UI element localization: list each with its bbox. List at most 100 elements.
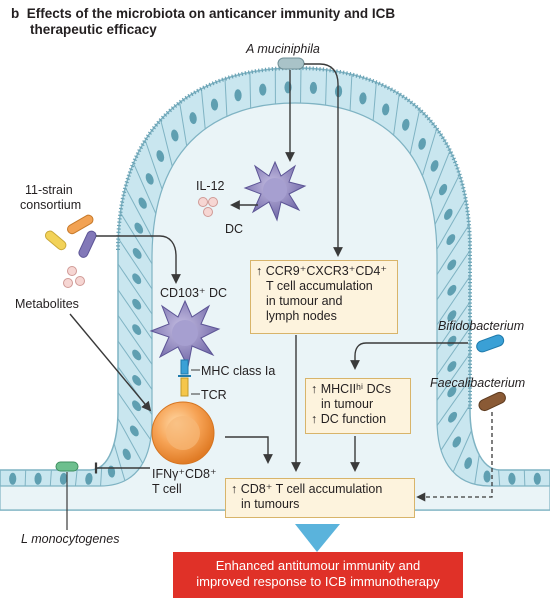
epithelial-nucleus [85, 472, 93, 485]
il12-cytokines [198, 197, 218, 217]
epithelial-cell-border [119, 212, 153, 264]
epithelial-cell-border [452, 430, 473, 473]
arrow-bifido-to-mhcii [350, 342, 468, 370]
epithelial-nucleus [418, 138, 426, 150]
mhcii-line-3: ↑ DC function [311, 412, 387, 426]
epithelial-nucleus [259, 83, 267, 96]
epithelial-nucleus [132, 400, 142, 412]
l-monocytogenes-bacterium [55, 461, 79, 472]
epithelial-cell-border [200, 88, 206, 129]
label-tcr: TCR [201, 388, 227, 402]
label-a-muciniphila: A muciniphila [246, 42, 320, 56]
label-cd103-dc: CD103⁺ DC [160, 286, 228, 300]
epithelial-nucleus [508, 472, 516, 485]
epithelial-cell-border [523, 469, 526, 487]
epithelial-cell-border [372, 82, 377, 121]
epithelial-nucleus [234, 89, 242, 102]
ccr9-line-1: ↑ CCR9⁺CXCR3⁺CD4⁺ [256, 264, 387, 278]
epithelial-nucleus [533, 472, 541, 485]
a-muciniphila-bacterium [277, 57, 305, 70]
epithelial-nucleus [132, 324, 142, 335]
epithelial-cell-border [124, 187, 154, 239]
epithelial-nucleus [132, 273, 142, 285]
epithelial-cell-border [436, 301, 471, 351]
epithelial-nucleus [447, 259, 457, 271]
title-line-2: therapeutic efficacy [30, 22, 157, 37]
epithelial-cell-border [179, 102, 188, 146]
dendritic-cell-top [243, 160, 307, 222]
epithelial-cell-border [113, 443, 126, 481]
epithelial-nucleus [447, 310, 457, 322]
mhcii-line-2: in tumour [321, 397, 374, 411]
epithelial-nucleus [138, 197, 147, 209]
epithelial-cell-border [117, 289, 153, 340]
epithelial-cell-border [117, 263, 153, 315]
epithelial-cell-border [474, 454, 480, 485]
arrow-metabolites-to-tcell [69, 313, 152, 412]
epithelial-nucleus [145, 173, 154, 185]
result-chevron [295, 524, 340, 552]
epithelial-cell-border [224, 78, 228, 117]
epithelial-nucleus [34, 472, 42, 485]
mhcii-line-1: ↑ MHCIIʰⁱ DCs [311, 382, 391, 396]
epithelial-nucleus [438, 183, 448, 196]
label-dc: DC [225, 222, 244, 236]
label-ifn-cd8-line1: IFNγ⁺CD8⁺ [152, 467, 217, 481]
epithelial-cell-border [117, 340, 153, 390]
epithelial-nucleus [9, 472, 17, 485]
epithelial-nucleus [122, 448, 131, 460]
epithelial-cell-border [436, 224, 470, 275]
epithelial-nucleus [444, 208, 453, 220]
label-consortium-line1: 11-strain [25, 183, 73, 197]
metabolite-dots [63, 266, 85, 288]
cd8-line-1: ↑ CD8⁺ T cell accumulation [231, 482, 383, 496]
epithelial-cell-border [434, 174, 461, 225]
epithelial-nucleus [156, 150, 165, 162]
epithelial-cell-border [436, 275, 471, 326]
cd103-dendritic-cell [149, 299, 221, 369]
epithelial-cell-border [421, 128, 438, 177]
epithelial-nucleus [447, 361, 457, 372]
epithelial-cell-border [132, 162, 157, 214]
result-line-2: improved response to ICB immunotherapy [196, 574, 440, 589]
label-faecalibacterium: Faecalibacterium [430, 376, 526, 390]
epithelial-cell-border [117, 417, 144, 464]
consortium-bacterium-yellow [44, 230, 67, 251]
label-metabolites: Metabolites [15, 297, 79, 311]
consortium-bacterium-orange [67, 214, 94, 235]
mhc-class-ia-molecule [180, 359, 189, 375]
epithelial-nucleus [132, 298, 142, 310]
epithelial-nucleus [210, 98, 219, 111]
title-line-1: Effects of the microbiota on anticancer … [26, 6, 396, 21]
box-cd8-accumulation: ↑ CD8⁺ T cell accumulation in tumours [225, 478, 415, 518]
panel-letter: b [11, 6, 20, 21]
label-consortium-line2: consortium [20, 198, 82, 212]
epithelial-nucleus [446, 234, 456, 245]
epithelial-cell-border [117, 237, 153, 290]
epithelial-nucleus [452, 436, 462, 448]
epithelial-nucleus [134, 222, 144, 234]
epithelial-cell-border [498, 469, 501, 487]
epithelial-nucleus [430, 160, 439, 172]
epithelial-nucleus [447, 335, 457, 347]
figure-title: b Effects of the microbiota on anticance… [11, 6, 395, 38]
epithelial-nucleus [382, 103, 390, 116]
epithelial-cell-border [429, 150, 451, 200]
epithelial-cells [0, 68, 550, 487]
result-line-1: Enhanced antitumour immunity and [215, 558, 421, 573]
epithelial-cell-border [393, 93, 400, 136]
epithelial-cell-border [440, 404, 471, 451]
epithelial-cell-border [325, 69, 328, 106]
ccr9-line-3: in tumour and [266, 294, 343, 308]
label-mhc-class-ia: MHC class Ia [201, 364, 276, 378]
epithelial-cell-border [436, 378, 471, 426]
faecalibacterium-bacterium [478, 391, 506, 412]
epithelial-cell-border [49, 469, 52, 487]
epithelial-cell-border [100, 465, 103, 487]
epithelial-cell-border [349, 74, 353, 111]
box-ccr9-cd4-accumulation: ↑ CCR9⁺CXCR3⁺CD4⁺ T cell accumulation in… [250, 260, 398, 334]
arrow-consortium-to-cd103dc [96, 235, 181, 284]
epithelial-nucleus [189, 112, 197, 125]
epithelial-cell-border [144, 140, 163, 190]
label-il12: IL-12 [196, 179, 225, 193]
